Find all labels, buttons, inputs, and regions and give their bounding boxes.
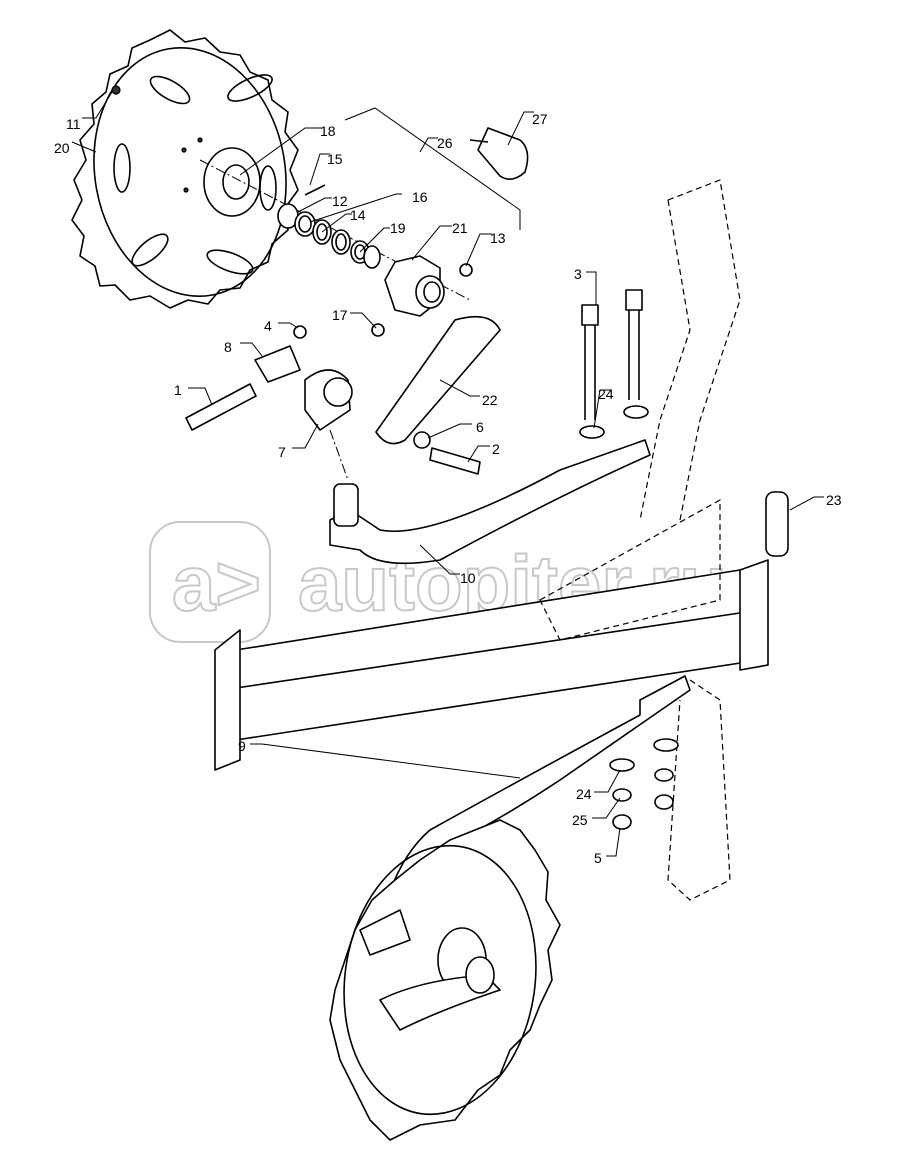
callout-23: 23: [826, 492, 842, 508]
callout-11: 11: [66, 116, 81, 132]
callout-1: 1: [174, 382, 182, 398]
disc-bottom: [329, 819, 561, 1141]
watermark-logo: a>: [172, 539, 261, 627]
callout-3: 3: [574, 266, 582, 282]
disc-top: [71, 29, 299, 309]
callout-17: 17: [332, 307, 348, 323]
crank-arm: [375, 315, 501, 445]
leader-lines: [71, 91, 824, 857]
callout-14: 14: [350, 207, 366, 223]
callout-20: 20: [54, 140, 70, 156]
callout-7: 7: [278, 444, 286, 460]
callout-24-top: 24: [598, 386, 614, 402]
callout-18: 18: [320, 123, 336, 139]
callout-2: 2: [492, 441, 500, 457]
callout-6: 6: [476, 419, 484, 435]
hub-assembly: [277, 127, 529, 337]
callout-8: 8: [224, 339, 232, 355]
callout-10: 10: [460, 570, 476, 586]
callout-13: 13: [490, 230, 506, 246]
callout-4: 4: [264, 318, 272, 334]
callout-19: 19: [390, 220, 406, 236]
callout-22: 22: [482, 392, 498, 408]
callout-25: 25: [572, 812, 588, 828]
callout-26: 26: [437, 135, 453, 151]
callout-24-bottom: 24: [576, 786, 592, 802]
callout-16: 16: [412, 189, 428, 205]
callout-5: 5: [594, 850, 602, 866]
callout-12: 12: [332, 193, 348, 209]
callout-27: 27: [532, 111, 548, 127]
callout-labels: 11 20 18 26 27 15 16 12 14 19 21 13 17 4…: [54, 111, 842, 866]
arm-10: [329, 439, 651, 565]
callout-9: 9: [238, 738, 246, 754]
callout-21: 21: [452, 220, 468, 236]
callout-15: 15: [327, 151, 343, 167]
